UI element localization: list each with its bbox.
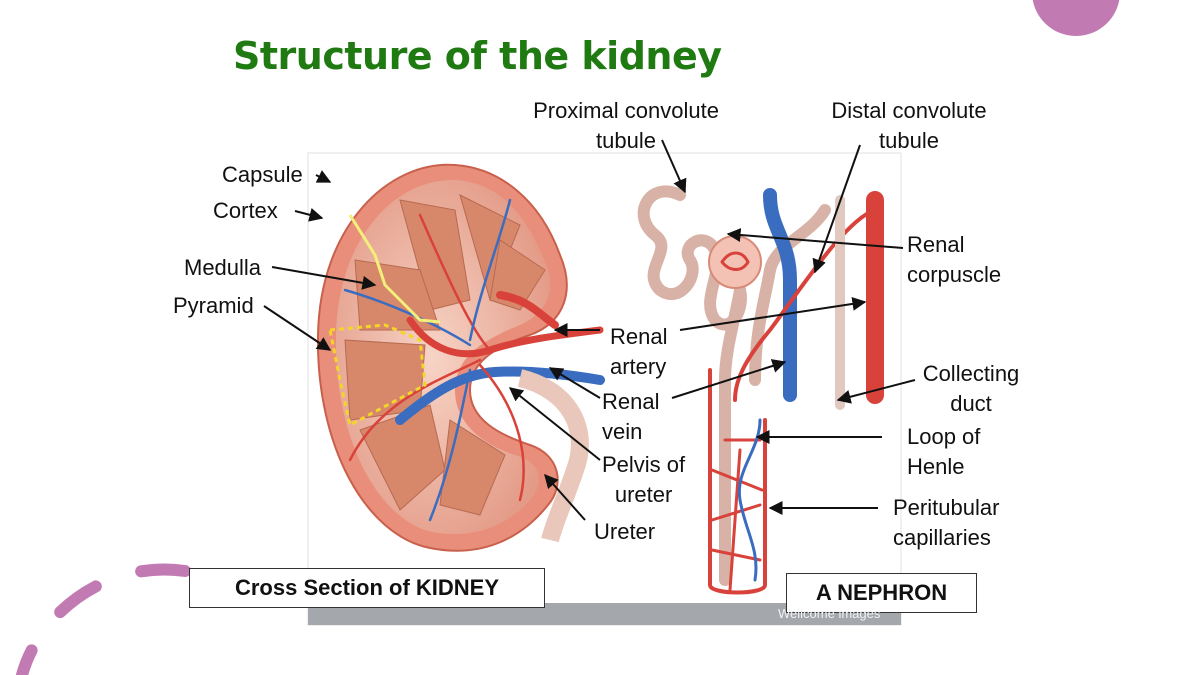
watermark: Wellcome images [778, 606, 881, 621]
decor-circle [1032, 0, 1120, 36]
slide-title: Structure of the kidney [233, 34, 722, 78]
label-capsule: Capsule [222, 162, 303, 187]
label-loop-line-2: Henle [907, 454, 965, 479]
label-proximal-line-1: Proximal convolute [533, 98, 719, 123]
label-collecting-line-1: Collecting [922, 361, 1020, 386]
caption-nephron: A NEPHRON [786, 573, 977, 613]
label-medulla: Medulla [184, 255, 262, 280]
label-distal-line-1: Distal convolute [831, 98, 987, 123]
label-ureter: Ureter [594, 519, 656, 544]
label-renal-corpuscle: Renal corpuscle [907, 230, 1001, 290]
label-peritubular-line-1: Peritubular [893, 495, 1000, 520]
label-cortex: Cortex [213, 198, 278, 223]
pointer-arrows [263, 139, 916, 521]
label-distal-tubule: Distal convolute tubule [812, 96, 1006, 156]
kidney-cross-section [316, 163, 605, 552]
label-pelvis-line-2: ureter [614, 482, 673, 507]
label-vein-line-2: vein [602, 419, 643, 444]
caption-kidney: Cross Section of KIDNEY [189, 568, 545, 608]
label-pyramid: Pyramid [173, 293, 254, 318]
label-renal-artery: Renal artery [610, 322, 667, 382]
label-artery-line-2: artery [610, 354, 667, 379]
decor-dashed-arc [16, 563, 191, 675]
label-proximal-tubule: Proximal convolute tubule [512, 96, 740, 156]
label-artery-line-1: Renal [610, 324, 668, 349]
label-pelvis-of-ureter: Pelvis of ureter [602, 450, 685, 510]
label-collecting-line-2: duct [950, 391, 992, 416]
label-vein-line-1: Renal [602, 389, 660, 414]
label-renal-vein: Renal vein [602, 387, 659, 447]
label-distal-line-2: tubule [879, 128, 939, 153]
label-loop-of-henle: Loop of Henle [907, 422, 980, 482]
label-corpuscle-line-2: corpuscle [907, 262, 1002, 287]
label-pelvis-line-1: Pelvis of [602, 452, 686, 477]
label-loop-line-1: Loop of [907, 424, 981, 449]
label-collecting-duct: Collecting duct [912, 359, 1030, 419]
label-proximal-line-2: tubule [596, 128, 656, 153]
label-corpuscle-line-1: Renal [907, 232, 965, 257]
label-peritubular-capillaries: Peritubular capillaries [893, 493, 999, 553]
label-peritubular-line-2: capillaries [893, 525, 991, 550]
image-bottom-strip [308, 603, 901, 625]
